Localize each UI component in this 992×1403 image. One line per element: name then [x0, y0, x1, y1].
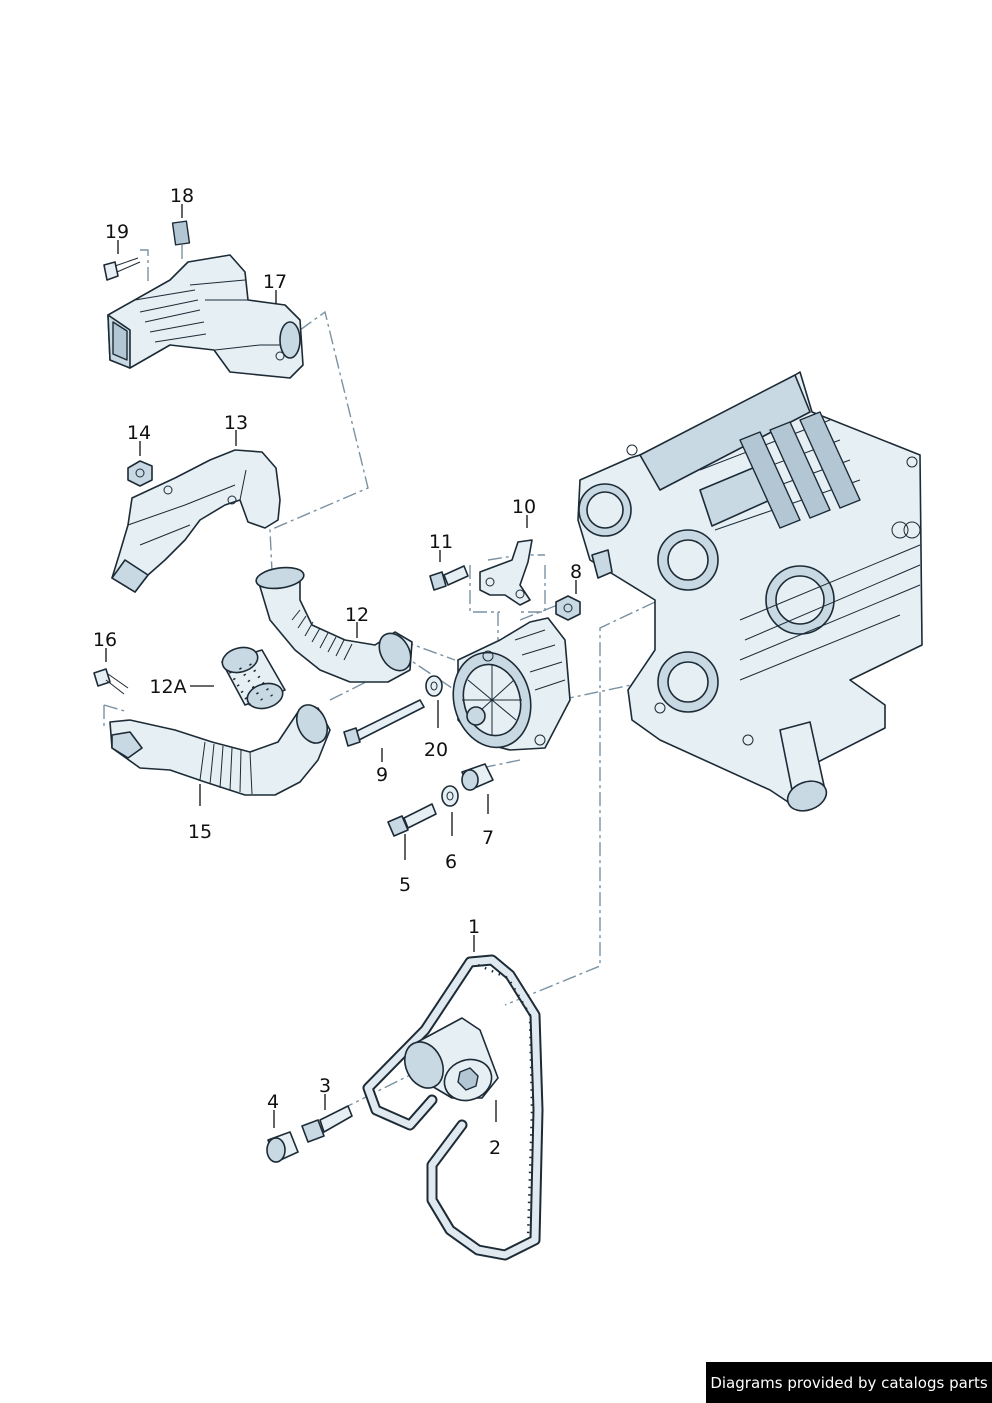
alternator [452, 617, 571, 751]
callout-8: 8 [570, 561, 582, 583]
callout-5: 5 [399, 874, 411, 896]
hose-12 [255, 566, 413, 683]
callout-10: 10 [512, 496, 536, 518]
callout-labels: 18 19 17 13 14 10 11 8 12 16 12A 20 9 15… [93, 185, 582, 1159]
callout-15: 15 [188, 821, 212, 843]
callout-12a: 12A [149, 676, 186, 698]
callout-13: 13 [224, 412, 248, 434]
callout-16: 16 [93, 629, 117, 651]
callout-17: 17 [263, 271, 287, 293]
drive-belt [362, 954, 544, 1261]
mounting-bracket-10 [479, 539, 533, 606]
belt-tensioner [403, 1017, 499, 1102]
callout-19: 19 [105, 221, 129, 243]
sleeve-7 [461, 763, 494, 791]
callout-1: 1 [468, 916, 480, 938]
washer-20 [425, 675, 443, 697]
callout-11: 11 [429, 531, 453, 553]
callout-20: 20 [424, 739, 448, 761]
air-duct-lower [109, 704, 331, 796]
screw-16 [93, 668, 129, 695]
callout-3: 3 [319, 1075, 331, 1097]
nut-8 [555, 595, 581, 621]
washer-6 [441, 785, 459, 807]
bushing-12a [221, 646, 286, 710]
leader-lines [105, 204, 577, 1128]
watermark-banner: Diagrams provided by catalogs parts [706, 1362, 992, 1403]
cap-4 [266, 1131, 299, 1163]
bracket-13 [111, 449, 281, 593]
screw-19 [103, 257, 141, 281]
callout-7: 7 [482, 827, 494, 849]
bolt-9 [343, 699, 425, 747]
air-duct-upper [107, 220, 304, 379]
callout-12: 12 [345, 604, 369, 626]
bolt-5 [387, 803, 437, 837]
bolt-11 [429, 565, 469, 591]
callout-18: 18 [170, 185, 194, 207]
callout-14: 14 [127, 422, 151, 444]
engine-block [577, 371, 923, 812]
callout-4: 4 [267, 1091, 279, 1113]
bolt-3 [301, 1105, 353, 1143]
callout-2: 2 [489, 1137, 501, 1159]
nut-14 [127, 460, 153, 487]
callout-6: 6 [445, 851, 457, 873]
callout-9: 9 [376, 764, 388, 786]
